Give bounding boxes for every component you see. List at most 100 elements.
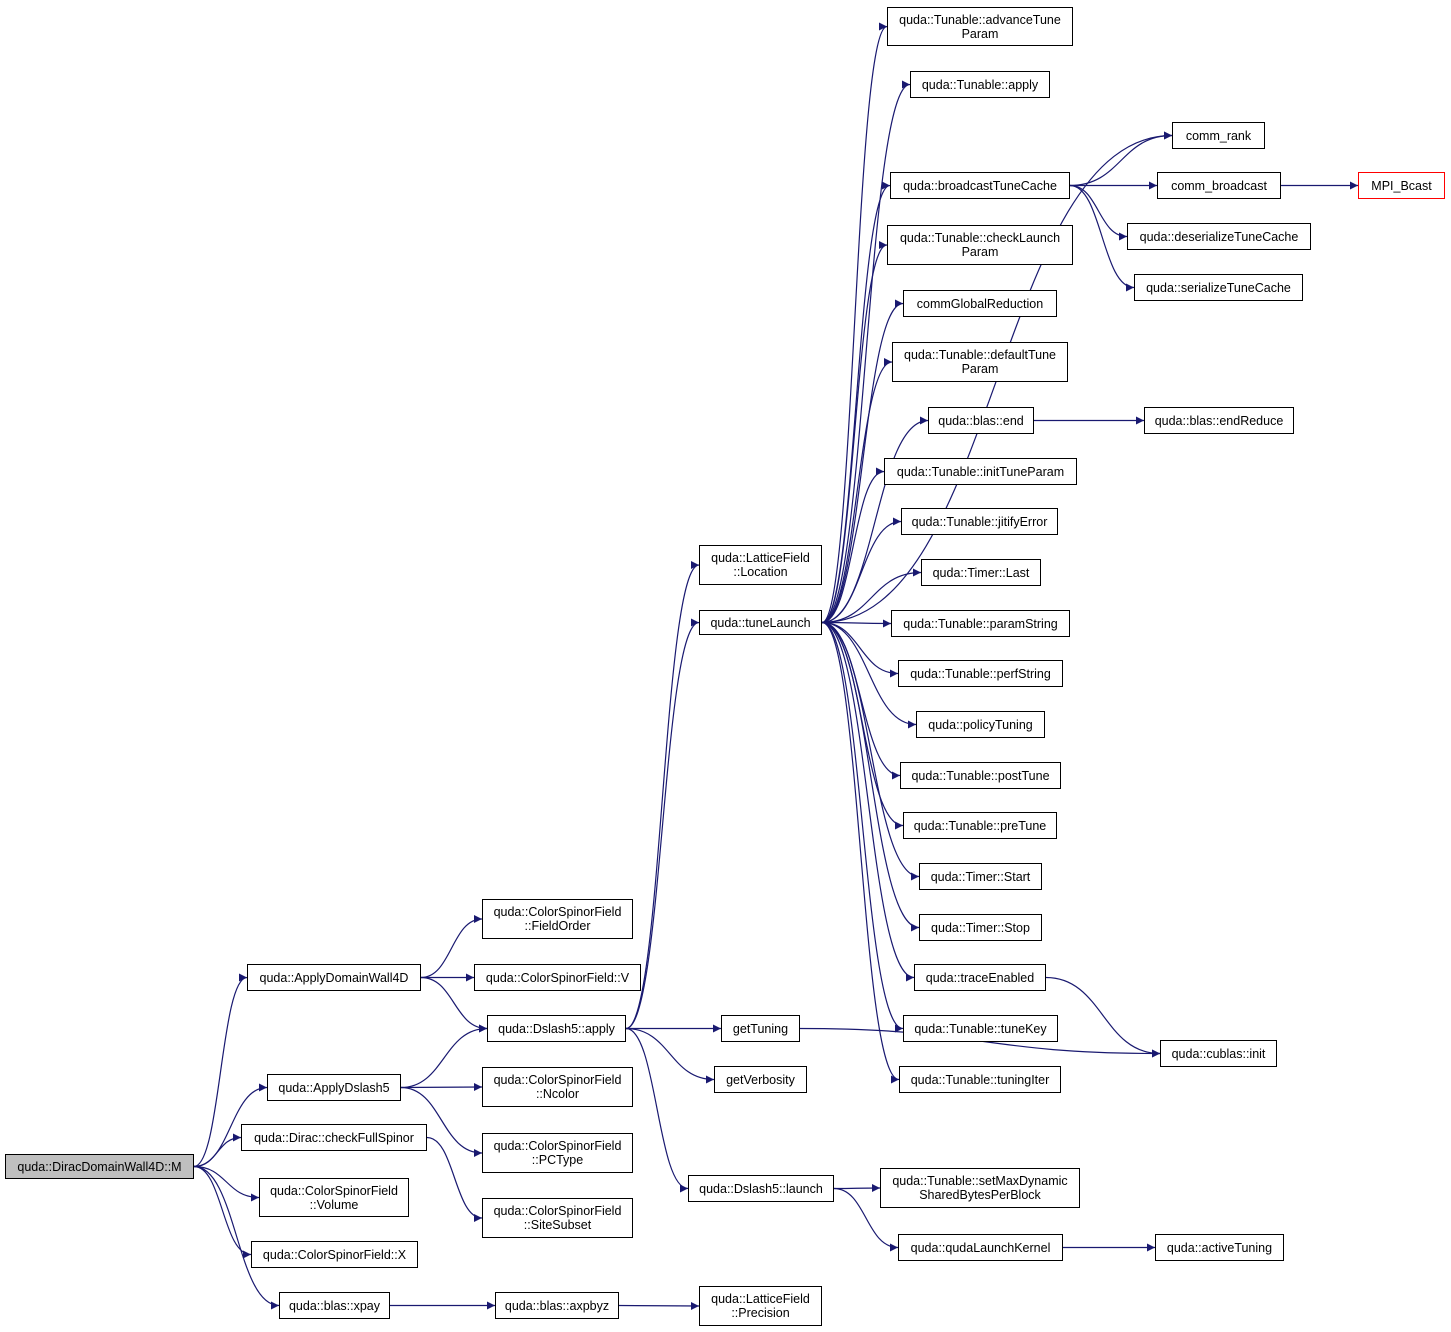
node-get-tuning[interactable]: getTuning: [721, 1015, 800, 1042]
node-csf-field-order[interactable]: quda::ColorSpinorField::FieldOrder: [482, 899, 633, 939]
node-label-line: quda::ApplyDomainWall4D: [259, 970, 409, 985]
node-label-line: quda::ColorSpinorField::X: [262, 1247, 407, 1262]
node-label-line: quda::serializeTuneCache: [1146, 280, 1291, 295]
node-init-tune-param[interactable]: quda::Tunable::initTuneParam: [884, 458, 1077, 485]
node-label-line: quda::ApplyDslash5: [278, 1080, 390, 1095]
edge-blasAxpbyz-to-lfPrecision: [618, 1301, 700, 1310]
node-label-line: quda::Tunable::tuningIter: [910, 1072, 1050, 1087]
edge-dslash5Launch-to-setMaxDyn: [833, 1184, 881, 1193]
node-csf-volume[interactable]: quda::ColorSpinorField::Volume: [259, 1178, 409, 1217]
node-post-tune[interactable]: quda::Tunable::postTune: [900, 762, 1061, 789]
node-tuning-iter[interactable]: quda::Tunable::tuningIter: [899, 1066, 1061, 1093]
node-trace-enabled[interactable]: quda::traceEnabled: [914, 964, 1046, 991]
node-label-line: quda::Tunable::perfString: [910, 666, 1051, 681]
node-label-line: quda::qudaLaunchKernel: [910, 1240, 1051, 1255]
node-policy-tuning[interactable]: quda::policyTuning: [916, 711, 1045, 738]
edge-tuneLaunch-to-timerStart: [821, 621, 920, 881]
edge-tuneLaunch-to-advanceTuneParam: [821, 22, 888, 624]
node-label-line: ::PCType: [531, 1153, 584, 1167]
node-quda-launch-kernel[interactable]: quda::qudaLaunchKernel: [898, 1234, 1063, 1261]
node-csf-site-subset[interactable]: quda::ColorSpinorField::SiteSubset: [482, 1198, 633, 1238]
node-apply-dw4-d[interactable]: quda::ApplyDomainWall4D: [247, 964, 421, 991]
node-get-verbosity[interactable]: getVerbosity: [714, 1066, 807, 1093]
node-label-line: ::Volume: [309, 1197, 359, 1212]
node-label-line: quda::cublas::init: [1171, 1046, 1266, 1061]
node-label-line: quda::Dslash5::launch: [699, 1181, 823, 1196]
node-serialize-tune-cache[interactable]: quda::serializeTuneCache: [1134, 274, 1303, 301]
node-label-line: Param: [961, 362, 999, 376]
edge-tuneLaunch-to-defaultTuneParam: [821, 358, 893, 624]
node-label-line: quda::ColorSpinorField: [493, 1073, 622, 1087]
node-dslash5-launch[interactable]: quda::Dslash5::launch: [688, 1175, 834, 1202]
edge-root-to-applyDW4D: [193, 973, 248, 1168]
node-blas-end[interactable]: quda::blas::end: [928, 407, 1034, 434]
node-lf-location[interactable]: quda::LatticeField::Location: [699, 545, 822, 585]
node-label-line: Param: [961, 245, 999, 259]
edge-tuneLaunch-to-jitifyError: [821, 517, 902, 624]
node-deserialize-tune-cache[interactable]: quda::deserializeTuneCache: [1127, 223, 1311, 250]
node-blas-xpay[interactable]: quda::blas::xpay: [279, 1292, 390, 1319]
node-label-line: getTuning: [732, 1021, 789, 1036]
node-lf-precision[interactable]: quda::LatticeField::Precision: [699, 1286, 822, 1326]
node-active-tuning[interactable]: quda::activeTuning: [1155, 1234, 1284, 1261]
node-tune-key[interactable]: quda::Tunable::tuneKey: [903, 1015, 1058, 1042]
node-blas-end-reduce[interactable]: quda::blas::endReduce: [1144, 407, 1294, 434]
node-cublas-init[interactable]: quda::cublas::init: [1160, 1040, 1277, 1067]
edge-root-to-blasXpay: [193, 1165, 280, 1310]
node-label-line: quda::Tunable::setMaxDynamic: [892, 1174, 1068, 1188]
edge-tuneLaunch-to-tuningIter: [821, 621, 900, 1084]
node-apply-dslash5[interactable]: quda::ApplyDslash5: [267, 1074, 401, 1101]
node-label-line: quda::Tunable::defaultTune: [904, 348, 1056, 362]
node-label-line: comm_rank: [1185, 128, 1252, 143]
edge-dslash5Apply-to-tuneLaunch: [625, 618, 700, 1030]
node-label-line: quda::LatticeField: [711, 551, 810, 565]
edge-tuneLaunch-to-initTuneParam: [821, 467, 885, 624]
node-label-line: quda::DiracDomainWall4D::M: [17, 1159, 182, 1174]
node-broadcast-tune-cache[interactable]: quda::broadcastTuneCache: [890, 172, 1070, 199]
node-csf-v[interactable]: quda::ColorSpinorField::V: [474, 964, 641, 991]
node-csf-ncolor[interactable]: quda::ColorSpinorField::Ncolor: [482, 1067, 633, 1107]
node-label-line: quda::Tunable::jitifyError: [911, 514, 1048, 529]
node-tunable-apply[interactable]: quda::Tunable::apply: [910, 71, 1050, 98]
node-label-line: quda::Timer::Start: [930, 869, 1031, 884]
node-comm-broadcast[interactable]: comm_broadcast: [1157, 172, 1281, 199]
node-check-full-spinor[interactable]: quda::Dirac::checkFullSpinor: [241, 1124, 427, 1151]
node-tune-launch[interactable]: quda::tuneLaunch: [699, 610, 822, 635]
node-mpi-bcast[interactable]: MPI_Bcast: [1358, 172, 1445, 199]
node-label-line: quda::deserializeTuneCache: [1139, 229, 1299, 244]
node-label-line: quda::blas::end: [938, 413, 1024, 428]
edge-tuneLaunch-to-checkLaunchParam: [821, 241, 888, 624]
node-label-line: getVerbosity: [726, 1072, 795, 1087]
node-param-string[interactable]: quda::Tunable::paramString: [891, 610, 1070, 637]
node-csf-x[interactable]: quda::ColorSpinorField::X: [251, 1241, 418, 1268]
node-csf-pctype[interactable]: quda::ColorSpinorField::PCType: [482, 1133, 633, 1173]
node-comm-global-reduction[interactable]: commGlobalReduction: [903, 290, 1057, 317]
node-perf-string[interactable]: quda::Tunable::perfString: [898, 660, 1063, 687]
node-pre-tune[interactable]: quda::Tunable::preTune: [903, 812, 1057, 839]
edge-dslash5Apply-to-lfLocation: [625, 561, 700, 1030]
node-dslash5-apply[interactable]: quda::Dslash5::apply: [487, 1015, 626, 1042]
edge-traceEnabled-to-cublasInit: [1045, 976, 1161, 1058]
edge-checkFullSpinor-to-csfSiteSubset: [426, 1136, 483, 1222]
edge-applyDslash5-to-csfPCType: [400, 1086, 483, 1157]
node-timer-start[interactable]: quda::Timer::Start: [919, 863, 1042, 890]
node-jitify-error[interactable]: quda::Tunable::jitifyError: [901, 508, 1058, 535]
node-comm-rank[interactable]: comm_rank: [1172, 122, 1265, 149]
node-label-line: quda::Tunable::preTune: [913, 818, 1047, 833]
edge-applyDW4D-to-dslash5Apply: [420, 976, 488, 1033]
node-label-line: quda::ColorSpinorField::V: [485, 970, 630, 985]
edge-tuneLaunch-to-traceEnabled: [821, 621, 915, 982]
node-label-line: quda::ColorSpinorField: [493, 1204, 622, 1218]
node-timer-last[interactable]: quda::Timer::Last: [921, 559, 1041, 586]
node-label-line: quda::Tunable::tuneKey: [914, 1021, 1047, 1036]
node-label-line: quda::LatticeField: [711, 1292, 810, 1306]
node-label-line: comm_broadcast: [1171, 178, 1267, 193]
node-timer-stop[interactable]: quda::Timer::Stop: [919, 914, 1042, 941]
node-label-line: ::SiteSubset: [523, 1218, 592, 1232]
node-label-line: ::Precision: [731, 1306, 790, 1320]
node-blas-axpbyz[interactable]: quda::blas::axpbyz: [495, 1292, 619, 1319]
